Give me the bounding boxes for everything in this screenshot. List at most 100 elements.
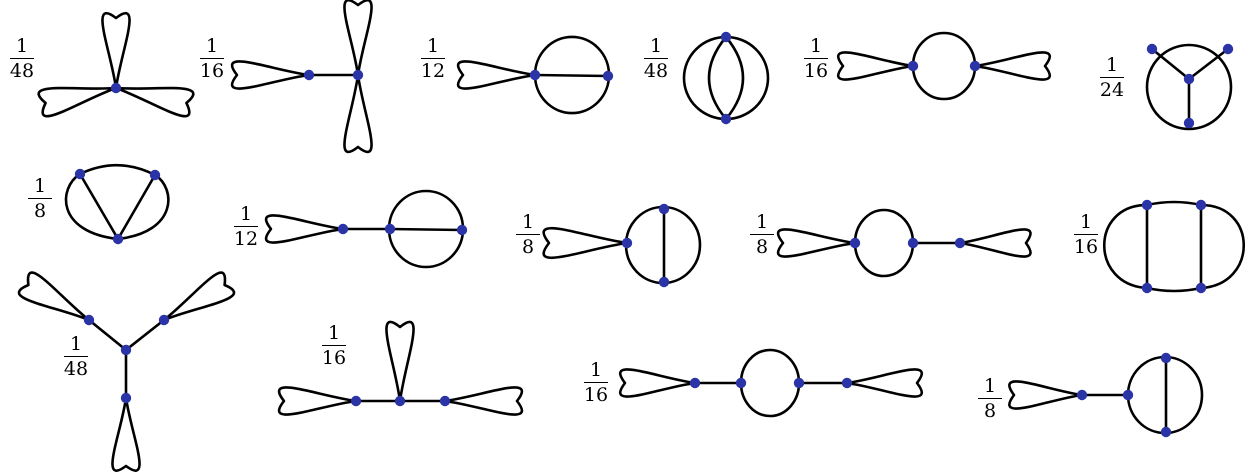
vertex [720, 31, 732, 43]
numerator: 1 [426, 35, 440, 57]
vertex [849, 237, 861, 249]
vertex [120, 392, 132, 404]
numerator: 1 [1105, 54, 1119, 76]
denominator: 8 [983, 400, 997, 422]
vertex [337, 223, 349, 235]
graph-g9 [542, 203, 702, 288]
graph-g10 [776, 208, 1032, 278]
graph-g7 [64, 164, 170, 245]
graph-g13 [277, 320, 524, 416]
vertex [1222, 43, 1234, 55]
loop-circle [1126, 355, 1204, 435]
propagator-arc [1199, 203, 1246, 290]
propagator-arc [116, 173, 170, 241]
vertex [1122, 389, 1134, 401]
loop-circle [682, 35, 770, 121]
propagator-line [388, 227, 464, 232]
fraction-bar [28, 198, 52, 199]
vertex [793, 377, 805, 389]
tadpole-loop [456, 60, 537, 90]
propagator-arc [724, 35, 745, 121]
graph-g3 [456, 35, 614, 115]
vertex [529, 69, 541, 81]
vertex [954, 237, 966, 249]
tadpole-loop [958, 228, 1032, 258]
vertex [352, 69, 364, 81]
vertex [907, 237, 919, 249]
numerator: 1 [239, 203, 253, 225]
graph-g2 [230, 0, 373, 154]
vertex [74, 168, 86, 180]
denominator: 12 [420, 60, 446, 82]
vertex [907, 60, 919, 72]
tadpole-loop [836, 51, 915, 81]
denominator: 48 [643, 60, 669, 82]
vertex [303, 69, 315, 81]
numerator: 1 [521, 211, 535, 233]
numerator: 1 [327, 322, 341, 344]
tadpole-loop [973, 51, 1052, 81]
tadpole-loop [114, 86, 195, 118]
fraction-bar [584, 382, 608, 383]
vertex [1160, 352, 1172, 364]
propagator-arc [78, 164, 157, 177]
fraction-bar [234, 226, 258, 227]
propagator-line [1150, 47, 1191, 81]
fraction-bar [750, 234, 774, 235]
fraction-bar [644, 58, 668, 59]
fraction-bar [322, 345, 346, 346]
vertex [1141, 282, 1153, 294]
fraction-bar [421, 58, 445, 59]
numerator: 1 [649, 35, 663, 57]
tadpole-loop [343, 0, 373, 77]
propagator-arc [64, 172, 120, 241]
denominator: 16 [583, 384, 609, 406]
numerator: 1 [205, 35, 219, 57]
denominator: 48 [9, 60, 35, 82]
loop-circle [1145, 43, 1233, 131]
vertex [841, 377, 853, 389]
vertex [456, 224, 468, 236]
tadpole-loop [443, 386, 524, 416]
vertex [158, 314, 170, 326]
propagator-arc [707, 35, 728, 121]
vertex [1141, 199, 1153, 211]
vertex [1195, 282, 1207, 294]
graph-g15 [1008, 352, 1204, 438]
tadpole-loop [37, 86, 118, 118]
numerator: 1 [33, 175, 47, 197]
denominator: 16 [803, 60, 829, 82]
fraction-bar [804, 58, 828, 59]
denominator: 12 [233, 228, 259, 250]
vertex [621, 237, 633, 249]
vertex [602, 70, 614, 82]
fraction-bar [1074, 234, 1098, 235]
numerator: 1 [809, 35, 823, 57]
vertex [658, 203, 670, 215]
graph-g6 [1145, 43, 1234, 131]
vertex [112, 233, 124, 245]
denominator: 8 [521, 236, 535, 258]
propagator-line [533, 73, 610, 78]
tadpole-loop [277, 386, 358, 416]
tadpole-loop [776, 228, 857, 258]
tadpole-loop [618, 368, 697, 398]
vertex [1076, 389, 1088, 401]
propagator-arc [1145, 200, 1203, 207]
tadpole-loop [385, 320, 415, 403]
denominator: 8 [755, 236, 769, 258]
loop-circle [624, 205, 702, 285]
vertex [1183, 117, 1195, 129]
tadpole-loop [230, 60, 311, 90]
loop-circle [853, 208, 915, 278]
fraction-bar [10, 58, 34, 59]
loop-circle [911, 31, 977, 101]
vertex [384, 223, 396, 235]
